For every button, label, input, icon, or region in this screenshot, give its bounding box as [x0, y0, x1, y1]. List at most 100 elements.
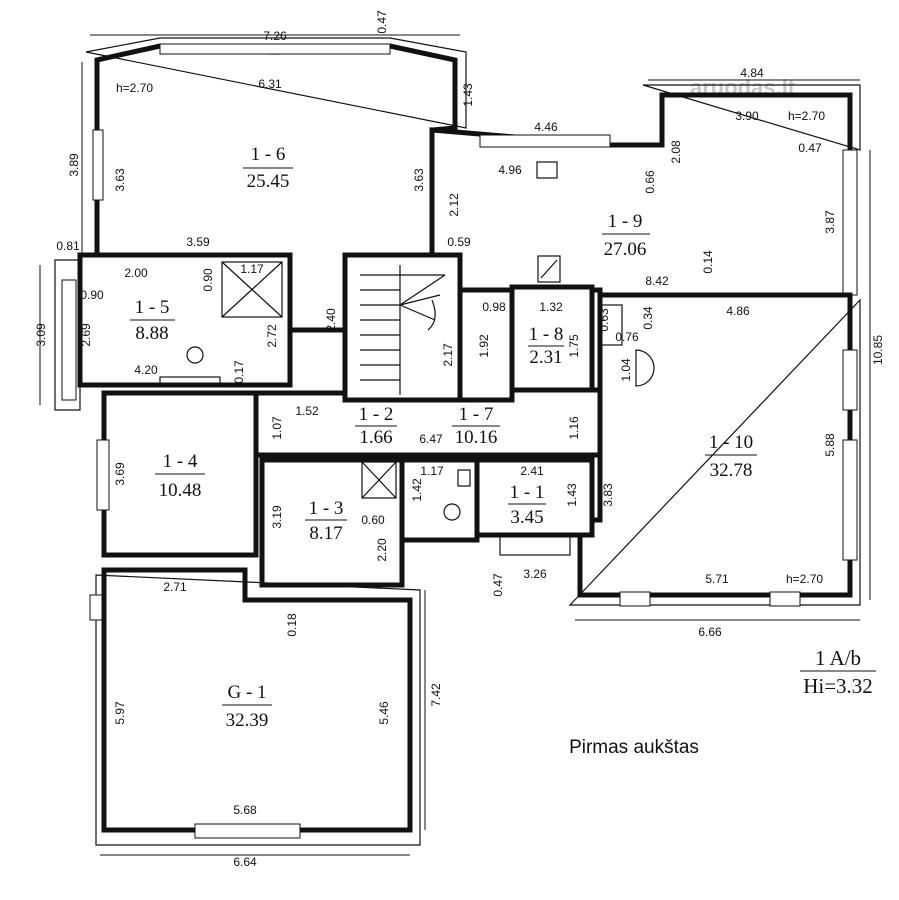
shower-diagonal-b: [221, 261, 283, 318]
window-room-1-4: [96, 439, 110, 511]
dim-label: h=2.70: [116, 81, 153, 95]
dim-label: 3.87: [823, 210, 837, 234]
dim-label: 2.20: [375, 538, 389, 562]
dim-label: 7.42: [429, 683, 443, 707]
room-area-1-9: 27.06: [604, 239, 647, 260]
dim-label: 2.40: [324, 308, 338, 332]
room-id-1-1: 1 - 1: [510, 482, 545, 503]
shower-room-1-3: [361, 461, 397, 499]
dim-label: 0.59: [447, 235, 471, 249]
plan-height: Hi=3.32: [803, 674, 873, 698]
dim-label: h=2.70: [786, 572, 823, 586]
fireplace-room-1-9: [536, 161, 558, 179]
dim-label: 4.46: [534, 120, 558, 134]
outer-line-room-1-5: [54, 259, 81, 411]
room-id-1-10: 1 - 10: [709, 432, 753, 453]
dim-label: 0.98: [482, 300, 506, 314]
dim-label: 1.92: [477, 334, 491, 358]
room-area-1-7: 10.16: [455, 427, 498, 448]
room-id-1-6: 1 - 6: [251, 144, 286, 165]
dim-label: 0.66: [643, 170, 657, 194]
dim-label: 1.52: [295, 404, 319, 418]
room-area-g-1: 32.39: [226, 710, 269, 731]
room-area-1-6: 25.45: [247, 171, 290, 192]
dim-label: 1.75: [567, 334, 581, 358]
dim-label: 2.17: [441, 343, 455, 367]
shower-room-1-5: [221, 261, 283, 318]
dim-label: 8.42: [645, 274, 669, 288]
dim-label: 3.19: [270, 505, 284, 529]
dim-label: 3.63: [412, 168, 426, 192]
dim-label: 3.83: [601, 483, 615, 507]
dim-label: 4.86: [726, 304, 750, 318]
dim-label: 0.60: [361, 513, 385, 527]
plan-line: [399, 294, 441, 306]
window-room-1-10-bottom-b: [769, 591, 801, 607]
dim-label: 5.97: [113, 701, 127, 725]
dim-label: h=2.70: [788, 109, 825, 123]
dim-label: 2.41: [520, 464, 544, 478]
dim-label: 1.17: [240, 262, 264, 276]
dim-label: 1.42: [410, 478, 424, 502]
dim-label: 2.72: [265, 324, 279, 348]
dim-label: 3.59: [186, 235, 210, 249]
dimension-lines: [39, 34, 871, 856]
window-room-1-5: [61, 279, 77, 401]
stair-arrow: [427, 299, 436, 331]
room-id-g-1: G - 1: [227, 682, 266, 703]
dim-label: 2.12: [447, 193, 461, 217]
dim-label: 3.09: [34, 323, 48, 347]
outer-line-room-1-10: [568, 298, 861, 606]
dim-label: 0.47: [798, 141, 822, 155]
dim-label: 2.71: [163, 580, 187, 594]
window-room-1-9-right: [842, 149, 858, 296]
outer-line-room-1-6: [85, 37, 467, 129]
shower-1-3-diag-b: [361, 461, 397, 499]
room-id-1-8: 1 - 8: [529, 324, 564, 345]
dim-label: 2.69: [79, 323, 93, 347]
outer-line-garage: [95, 574, 421, 846]
dim-label: 0.18: [285, 613, 299, 637]
dim-label: 6.47: [419, 432, 443, 446]
stair-steps: [360, 265, 446, 395]
dim-label: 6.64: [233, 855, 257, 869]
dim-label: 0.34: [641, 306, 655, 330]
window-room-1-10-bottom-a: [619, 591, 651, 607]
dim-label: 5.68: [233, 803, 257, 817]
window-garage-bottom: [194, 823, 301, 839]
room-area-1-5: 8.88: [135, 323, 168, 344]
room-id-1-9: 1 - 9: [608, 211, 643, 232]
dim-label: 0.90: [201, 268, 215, 292]
dim-label: 1.32: [539, 300, 563, 314]
sink-wc: [457, 469, 471, 487]
door-swing-1-10: [635, 349, 655, 387]
dim-label: 3.63: [113, 168, 127, 192]
room-area-1-2: 1.66: [359, 427, 392, 448]
small-closet: [599, 304, 623, 346]
window-room-1-9: [479, 134, 611, 148]
boiler-symbol: [537, 255, 561, 283]
window-room-1-6-top: [159, 43, 391, 55]
window-room-1-10-right-b: [842, 439, 858, 561]
dim-label: 1.16: [567, 416, 581, 440]
dim-label: 0.63: [597, 308, 611, 332]
room-area-1-10: 32.78: [710, 460, 753, 481]
dim-label: 0.17: [232, 360, 246, 384]
room-id-1-2: 1 - 2: [359, 404, 394, 425]
dim-label: 5.71: [705, 572, 729, 586]
toilet-wc: [443, 503, 461, 521]
room-id-1-5: 1 - 5: [135, 297, 170, 318]
dim-label: 6.66: [698, 625, 722, 639]
wall-room-1-8: [509, 284, 595, 393]
entrance-step: [499, 534, 571, 556]
window-garage-left: [89, 594, 103, 621]
dim-label: 0.76: [615, 330, 639, 344]
dim-label: 5.88: [823, 433, 837, 457]
dim-label: 1.43: [565, 483, 579, 507]
wall-room-g-1: [101, 567, 413, 833]
dim-label: 2.00: [124, 266, 148, 280]
dim-label: 3.90: [735, 109, 759, 123]
dim-label: 0.14: [701, 250, 715, 274]
